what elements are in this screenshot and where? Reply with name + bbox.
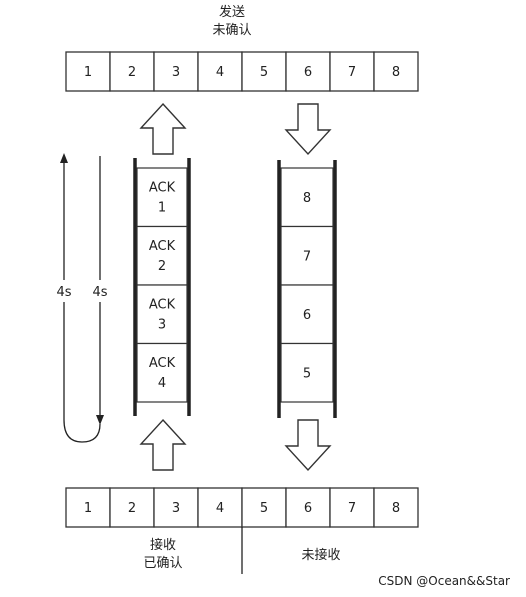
- ack-queue-item-number: 4: [158, 376, 166, 391]
- bottom-row-cell: 7: [329, 487, 375, 528]
- bottom-row-cell: 6: [285, 487, 331, 528]
- bottom-row-cell-box: [109, 487, 155, 528]
- ack-queue-item-number: 3: [158, 318, 166, 333]
- top-row-cell-box: [329, 51, 375, 92]
- send-queue: 8 7 6 5: [280, 167, 334, 403]
- timer-loop-curve: [63, 419, 101, 443]
- send-queue-item-label: 8: [303, 191, 311, 206]
- ack-queue-item: ACK 4: [136, 342, 188, 403]
- top-row-cell-box: [373, 51, 419, 92]
- bottom-right-label: 未接收: [301, 547, 340, 563]
- send-queue-item-label: 7: [303, 249, 311, 264]
- bottom-row-cell-label: 2: [128, 501, 136, 516]
- ack-queue-item-number: 2: [158, 259, 166, 274]
- top-label-line1: 发送: [219, 4, 245, 20]
- timer-left-label: 4s: [56, 285, 71, 300]
- top-label-line2: 未确认: [212, 23, 251, 38]
- send-queue-item: 8: [280, 167, 334, 228]
- bottom-left-label-line2: 已确认: [143, 556, 182, 571]
- bottom-row-cell-label: 7: [348, 501, 356, 516]
- send-queue-item-label: 5: [303, 366, 311, 381]
- ack-queue-item-label: ACK: [149, 181, 176, 196]
- ack-queue-bottom-up-arrow: [139, 418, 187, 471]
- top-row-cell-box: [285, 51, 331, 92]
- bottom-row-cell-label: 4: [216, 501, 224, 516]
- ack-queue-item-box: [136, 225, 188, 286]
- send-queue-item-box: [280, 284, 334, 345]
- send-queue-item: 6: [280, 284, 334, 345]
- bottom-row-cell: 8: [373, 487, 419, 528]
- top-row-cell-box: [109, 51, 155, 92]
- send-queue-top-down-arrow: [284, 103, 332, 156]
- bottom-row-cell-box: [329, 487, 375, 528]
- bottom-row-cell-box: [285, 487, 331, 528]
- top-row-cell-label: 3: [172, 65, 180, 80]
- bottom-row-cell: 4: [197, 487, 243, 528]
- top-row-cell-label: 8: [392, 65, 400, 80]
- top-row-cell: 8: [373, 51, 419, 92]
- top-row-cell-box: [241, 51, 287, 92]
- top-row-cell-box: [65, 51, 111, 92]
- bottom-row-cell: 5: [241, 487, 287, 528]
- top-row-cell-label: 4: [216, 65, 224, 80]
- send-queue-bottom-down-arrow: [284, 419, 332, 472]
- watermark-text: CSDN @Ocean&&Star: [378, 574, 510, 588]
- top-row-cell: 6: [285, 51, 331, 92]
- bottom-sequence-row: 1 2 3 4 5 6 7 8: [65, 487, 419, 528]
- bottom-row-cell-label: 1: [84, 501, 92, 516]
- ack-queue-item: ACK 1: [136, 167, 188, 228]
- top-row-cell: 2: [109, 51, 155, 92]
- top-row-cell-label: 1: [84, 65, 92, 80]
- ack-queue-item-box: [136, 284, 188, 345]
- send-queue-item: 5: [280, 342, 334, 403]
- send-queue-item-label: 6: [303, 308, 311, 323]
- bottom-left-label-line1: 接收: [150, 537, 176, 553]
- ack-queue-item-label: ACK: [149, 239, 176, 254]
- top-row-cell: 3: [153, 51, 199, 92]
- ack-queue-item-box: [136, 342, 188, 403]
- top-row-cell: 4: [197, 51, 243, 92]
- bottom-row-cell-label: 3: [172, 501, 180, 516]
- top-row-cell: 1: [65, 51, 111, 92]
- bottom-row-cell-box: [241, 487, 287, 528]
- bottom-row-cell-label: 8: [392, 501, 400, 516]
- ack-queue-top-up-arrow: [139, 102, 187, 155]
- top-row-cell-label: 6: [304, 65, 312, 80]
- send-queue-item: 7: [280, 225, 334, 286]
- ack-queue-item-number: 1: [158, 201, 166, 216]
- top-row-cell-label: 5: [260, 65, 268, 80]
- bottom-row-cell-box: [373, 487, 419, 528]
- top-sequence-row: 1 2 3 4 5 6 7 8: [65, 51, 419, 92]
- timer-right-label: 4s: [92, 285, 107, 300]
- send-queue-item-box: [280, 225, 334, 286]
- send-queue-item-box: [280, 167, 334, 228]
- ack-queue-item-label: ACK: [149, 356, 176, 371]
- bottom-row-cell-label: 5: [260, 501, 268, 516]
- timer-right-label-bg: [86, 280, 114, 302]
- send-queue-item-box: [280, 342, 334, 403]
- bottom-row-cell-label: 6: [304, 501, 312, 516]
- bottom-row-cell: 2: [109, 487, 155, 528]
- ack-queue-item: ACK 3: [136, 284, 188, 345]
- top-row-cell: 5: [241, 51, 287, 92]
- timer-left-label-bg: [50, 280, 78, 302]
- top-row-cell-box: [153, 51, 199, 92]
- top-row-cell-label: 2: [128, 65, 136, 80]
- top-row-cell-label: 7: [348, 65, 356, 80]
- ack-queue-item-label: ACK: [149, 298, 176, 313]
- bottom-row-cell: 3: [153, 487, 199, 528]
- ack-queue-item-box: [136, 167, 188, 228]
- bottom-row-cell-box: [153, 487, 199, 528]
- bottom-row-cell: 1: [65, 487, 111, 528]
- top-row-cell: 7: [329, 51, 375, 92]
- ack-queue-item: ACK 2: [136, 225, 188, 286]
